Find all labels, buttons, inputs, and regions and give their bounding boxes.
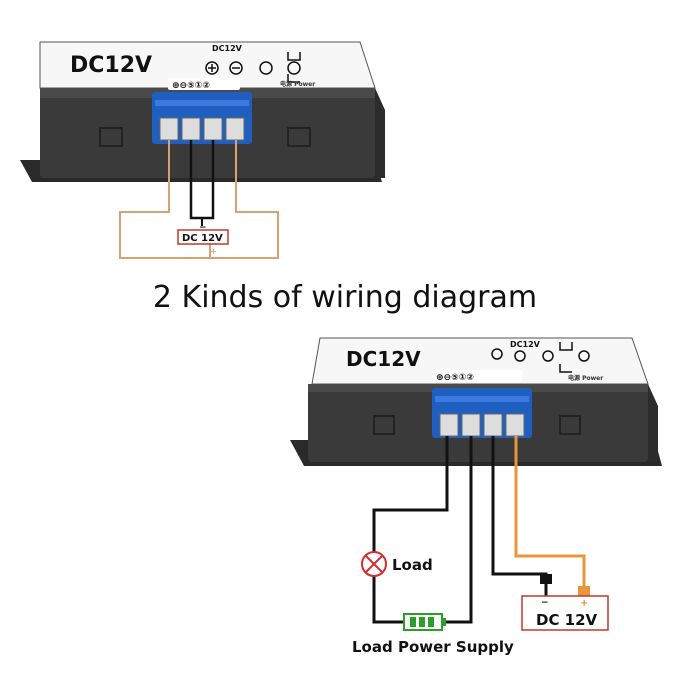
power-label: 电源 Power (280, 80, 315, 88)
load-lamp-icon (361, 551, 387, 577)
diagram-title: 2 Kinds of wiring diagram (152, 280, 538, 315)
panel-voltage-label: DC12V (212, 44, 243, 53)
load-label: Load (392, 556, 433, 574)
power-label-2: 电源 Power (568, 374, 603, 382)
svg-text:⊕⊖⑤①②: ⊕⊖⑤①② (436, 373, 474, 383)
terminal-block-1 (152, 92, 252, 144)
plus-mark-1: + (210, 247, 217, 256)
model-label: DC12V (70, 53, 152, 78)
supply-label-1: DC 12V (182, 233, 223, 244)
minus-mark-1: − (199, 223, 207, 233)
terminal-label-row-2: ⊕⊖⑤①② (432, 370, 522, 383)
plus-mark-2: + (580, 598, 588, 609)
model-label-2: DC12V (346, 347, 421, 371)
controller-device-2: DC12V DC12V 电源 Power ⊕⊖⑤①② (290, 337, 662, 466)
panel-voltage-label-2: DC12V (510, 340, 541, 349)
terminal-block-2 (432, 388, 532, 438)
wiring-2: Load Load Power Supply − + DC 12V (352, 436, 609, 656)
minus-mark-2: − (541, 598, 549, 608)
panel-terminal-icons: 电源 Power (205, 52, 315, 88)
supply-label-2: DC 12V (536, 611, 598, 629)
panel-terminal-icons-2: 电源 Power (491, 342, 603, 382)
terminal-label-row: ⊕⊖⑤①② (168, 78, 240, 91)
load-power-supply-label: Load Power Supply (352, 638, 514, 656)
controller-device-1: DC12V DC12V 电源 Power ⊕⊖⑤①② (20, 41, 385, 182)
battery-icon (403, 613, 446, 631)
svg-text:⊕⊖⑤①②: ⊕⊖⑤①② (172, 81, 210, 91)
wiring-1: DC 12V − + (119, 140, 279, 259)
